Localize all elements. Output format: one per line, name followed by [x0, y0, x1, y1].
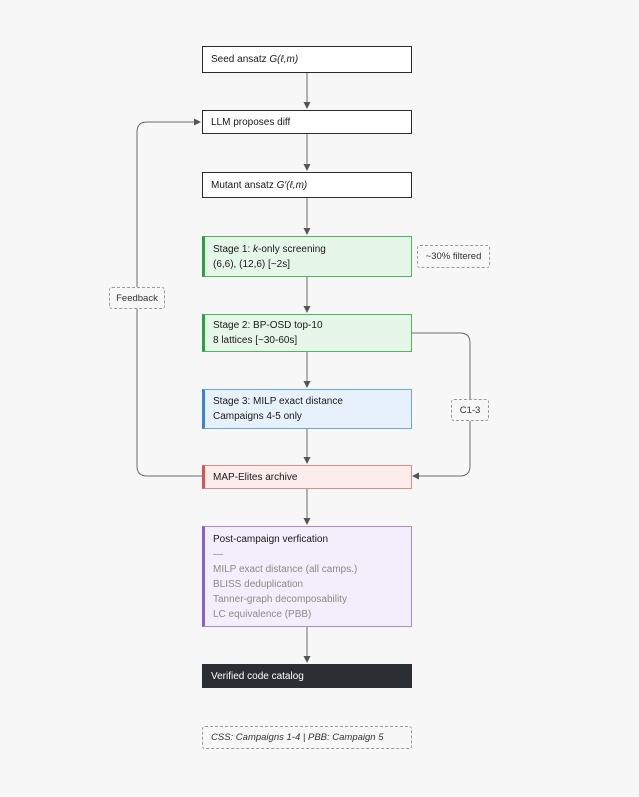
stage3-title: Stage 3: MILP exact distance	[213, 396, 343, 407]
footnote-label: CSS: Campaigns 1-4 | PBB: Campaign 5	[211, 732, 384, 743]
footnote-box: CSS: Campaigns 1-4 | PBB: Campaign 5	[202, 726, 412, 749]
stage3-detail: Campaigns 4-5 only	[213, 411, 302, 422]
map-elites-archive-node: MAP-Elites archive	[202, 465, 412, 489]
post-campaign-item: BLISS deduplication	[213, 579, 304, 590]
stage1-detail: (6,6), (12,6) [~2s]	[213, 258, 290, 270]
c13-label-box: C1-3	[451, 399, 489, 421]
stage1-node: Stage 1: k-only screening (6,6), (12,6) …	[202, 236, 412, 277]
filtered-note-label: ~30% filtered	[425, 251, 482, 262]
llm-proposes-label: LLM proposes diff	[211, 116, 291, 128]
verified-catalog-node: Verified code catalog	[202, 664, 412, 688]
verified-catalog-label: Verified code catalog	[211, 670, 304, 682]
post-campaign-node: Post-campaign verfication — MILP exact d…	[202, 526, 412, 627]
stage2-node: Stage 2: BP-OSD top-10 8 lattices [~30-6…	[202, 314, 412, 352]
stage2-title: Stage 2: BP-OSD top-10	[213, 320, 323, 331]
mutant-ansatz-label: Mutant ansatz	[211, 179, 277, 191]
stage1-label-k: k	[253, 243, 259, 255]
stage3-node: Stage 3: MILP exact distance Campaigns 4…	[202, 389, 412, 429]
post-campaign-title: Post-campaign verfication	[213, 534, 329, 545]
c13-label: C1-3	[459, 404, 481, 416]
llm-proposes-node: LLM proposes diff	[202, 110, 412, 134]
post-campaign-item: LC equivalence (PBB)	[213, 609, 312, 620]
post-campaign-item: Tanner-graph decomposability	[213, 594, 347, 605]
stage2-detail: 8 lattices [~30-60s]	[213, 335, 298, 346]
seed-ansatz-node: Seed ansatz G(ℓ,m)	[202, 46, 412, 73]
mutant-ansatz-math: G′(ℓ,m)	[276, 179, 308, 191]
feedback-label: Feedback	[116, 292, 158, 304]
stage1-label-post: -only screening	[258, 243, 326, 255]
mutant-ansatz-node: Mutant ansatz G′(ℓ,m)	[202, 172, 412, 198]
post-campaign-item: MILP exact distance (all camps.)	[213, 564, 358, 575]
map-elites-archive-label: MAP-Elites archive	[213, 471, 298, 483]
stage1-label-pre: Stage 1:	[213, 243, 254, 255]
feedback-label-box: Feedback	[109, 287, 165, 309]
seed-ansatz-math: G(ℓ,m)	[269, 54, 299, 65]
seed-ansatz-label: Seed ansatz	[211, 54, 270, 65]
filtered-note: ~30% filtered	[417, 245, 490, 268]
post-campaign-item: —	[213, 549, 223, 560]
